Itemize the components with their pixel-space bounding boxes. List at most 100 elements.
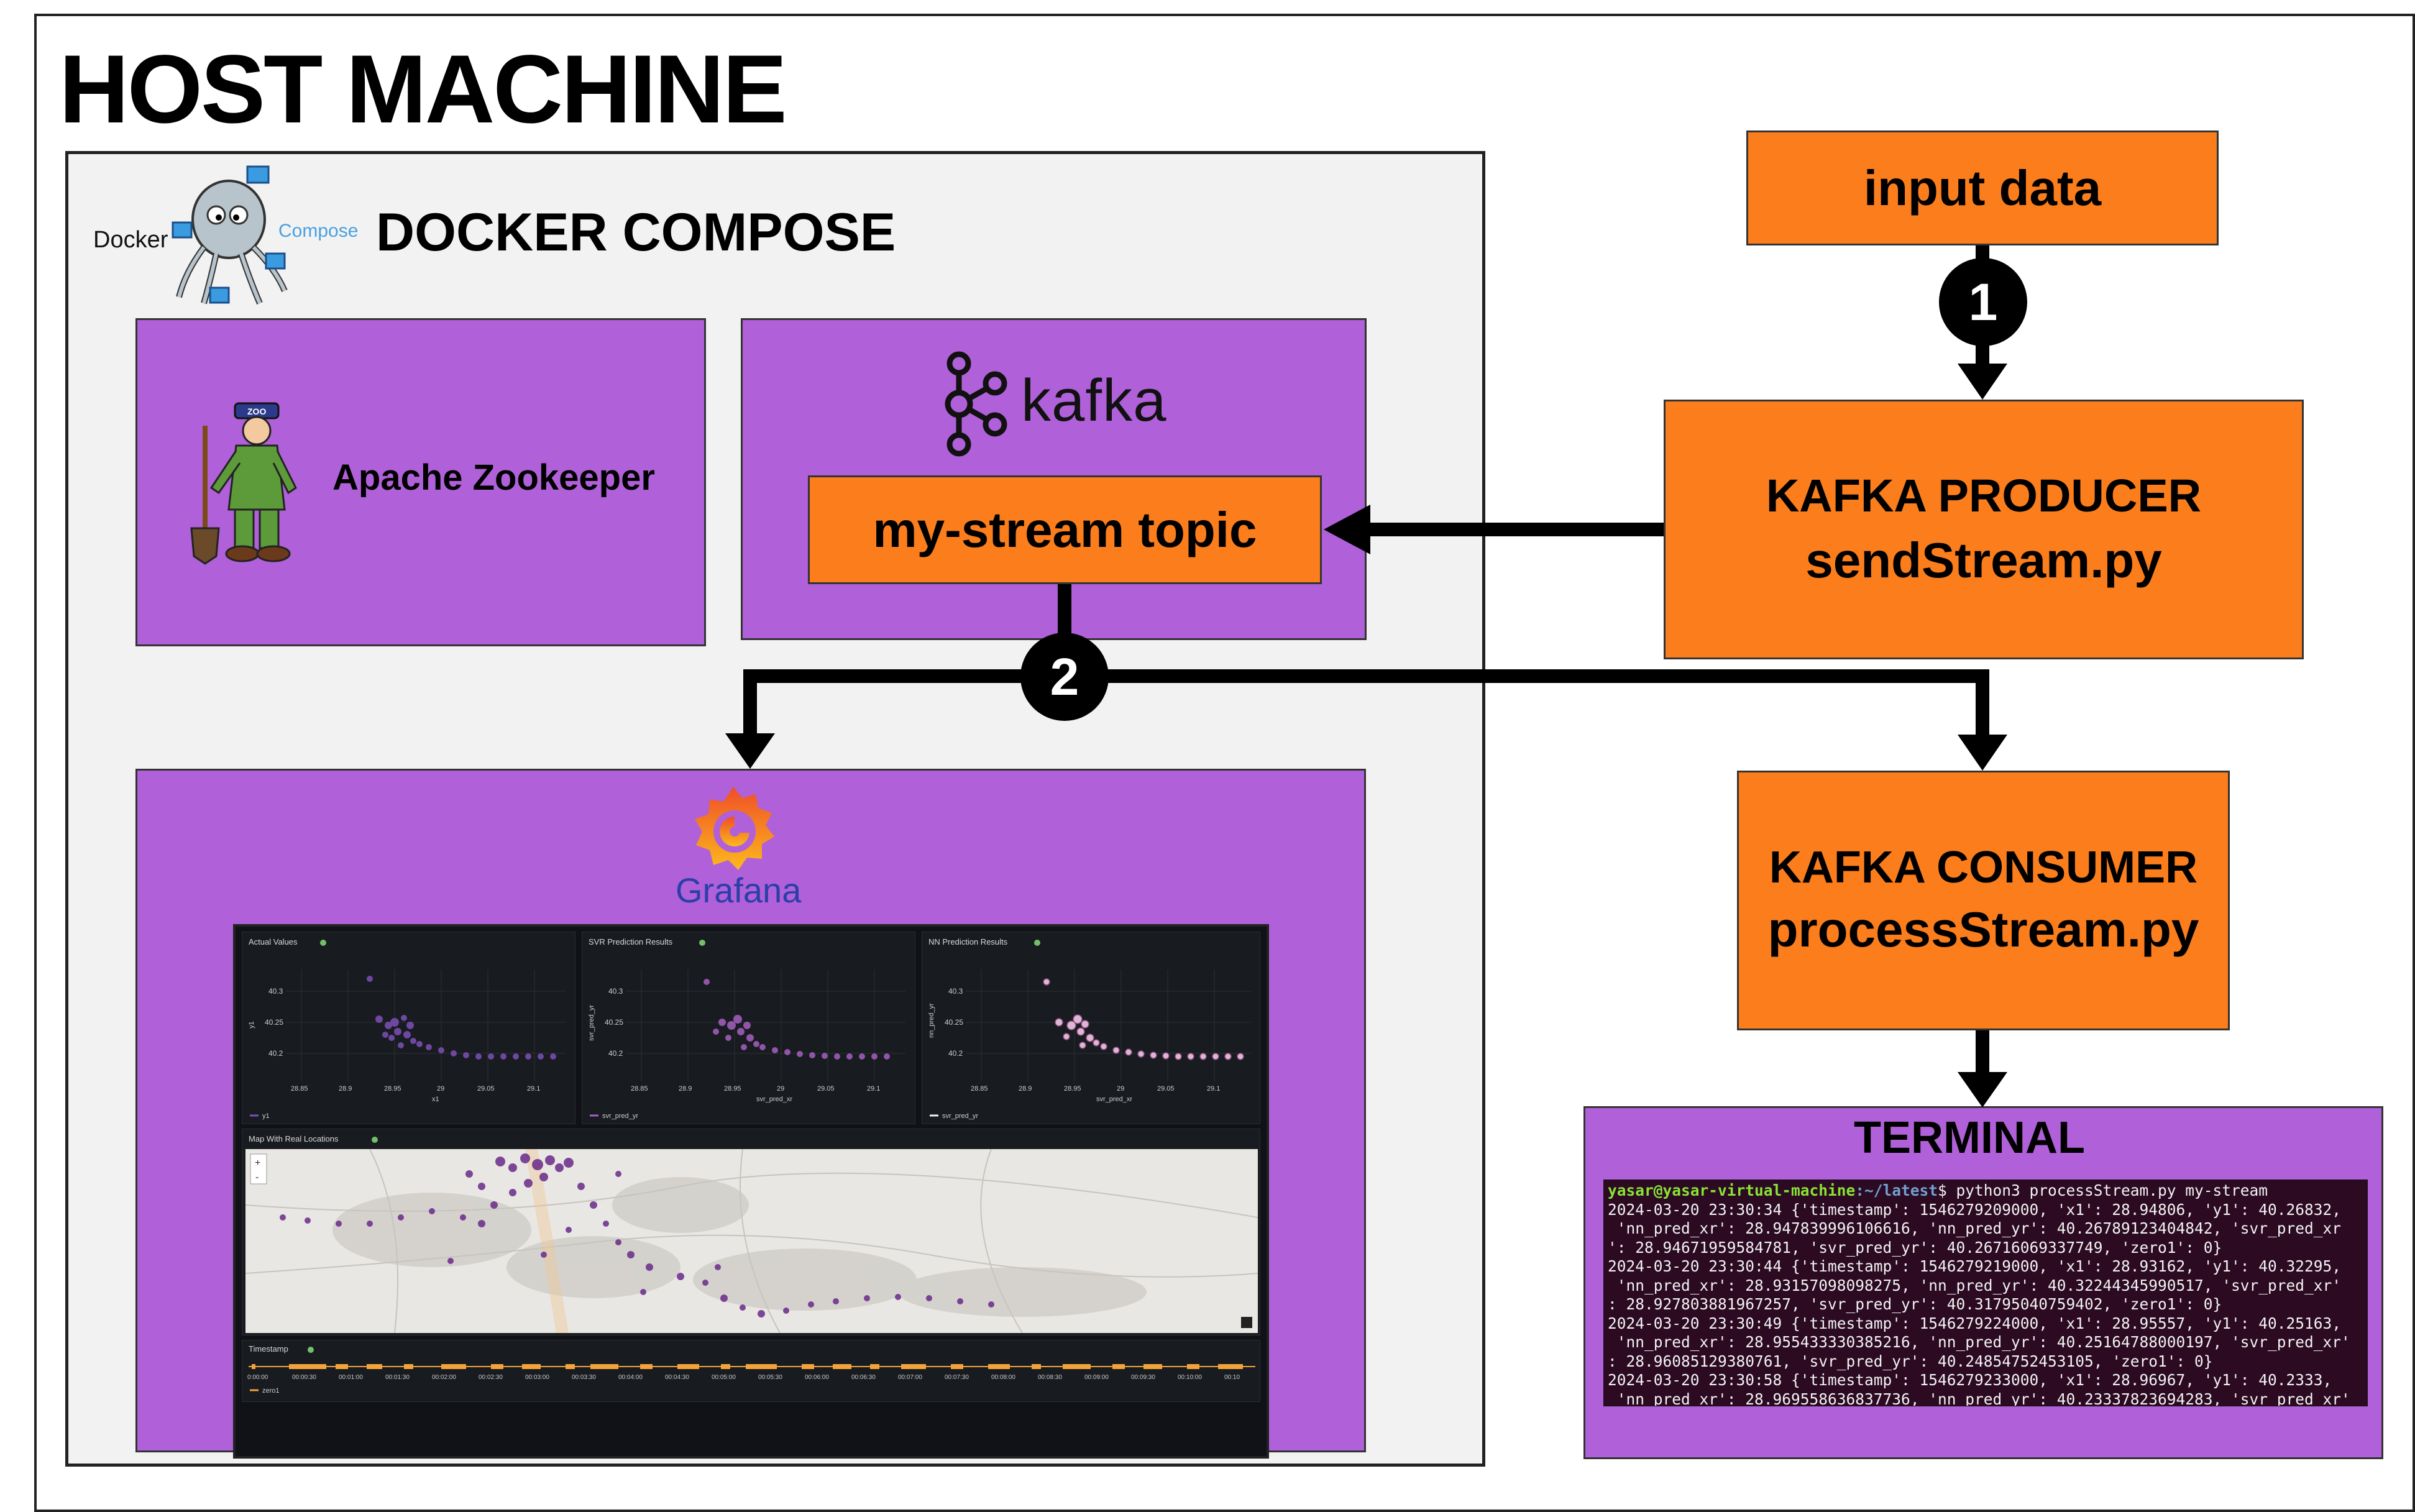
x-tick-label: 29.1 bbox=[527, 1085, 540, 1093]
time-tick-label: 00:01:30 bbox=[385, 1374, 410, 1381]
x-tick-label: 29 bbox=[1117, 1085, 1124, 1093]
y-tick-label: 40.25 bbox=[945, 1018, 963, 1027]
zookeeper-box bbox=[135, 318, 706, 646]
time-tick-label: 00:00:30 bbox=[292, 1374, 316, 1381]
terminal-line: 'nn_pred_xr': 28.955433330385216, 'nn_pr… bbox=[1608, 1333, 2350, 1351]
time-tick-label: 00:03:00 bbox=[525, 1374, 549, 1381]
legend-label: svr_pred_yr bbox=[942, 1112, 978, 1120]
x-axis-label: x1 bbox=[432, 1096, 439, 1103]
panel-title: SVR Prediction Results bbox=[589, 937, 673, 946]
time-tick-label: 00:08:00 bbox=[991, 1374, 1015, 1381]
terminal-line: ': 28.94671959584781, 'svr_pred_yr': 40.… bbox=[1608, 1238, 2222, 1257]
kafka-consumer-title: KAFKA CONSUMER bbox=[1769, 843, 2198, 893]
panel-title: Map With Real Locations bbox=[249, 1134, 339, 1143]
step-2-label: 2 bbox=[1050, 647, 1079, 706]
x-tick-label: 29.05 bbox=[1157, 1085, 1175, 1093]
panel-title: Actual Values bbox=[249, 937, 298, 946]
host-machine-frame bbox=[34, 14, 2415, 1512]
real-locations-map[interactable]: + - bbox=[245, 1149, 1258, 1333]
terminal-line: 'nn_pred_xr': 28.93157098098275, 'nn_pre… bbox=[1608, 1276, 2342, 1294]
docker-compose-octopus-icon bbox=[172, 165, 288, 305]
x-tick-label: 29.1 bbox=[867, 1085, 880, 1093]
prompt-command: $ python3 processStream.py my-stream bbox=[1938, 1181, 2268, 1199]
nn-prediction-panel: NN Prediction Results 40.3 40.25 40.2 28… bbox=[922, 932, 1260, 1124]
terminal-line: 'nn_pred_xr': 28.969558636837736, 'nn_pr… bbox=[1608, 1390, 2350, 1406]
status-dot-icon bbox=[1034, 940, 1040, 946]
time-tick-label: 00:02:30 bbox=[479, 1374, 503, 1381]
terminal-line: 2024-03-20 23:30:58 {'timestamp': 154627… bbox=[1608, 1371, 2332, 1389]
time-tick-label: 00:05:30 bbox=[758, 1374, 782, 1381]
y-tick-label: 40.3 bbox=[948, 987, 963, 996]
time-tick-label: 00:10 bbox=[1224, 1374, 1240, 1381]
y-tick-label: 40.2 bbox=[948, 1049, 963, 1058]
terminal-line: 'nn_pred_xr': 28.947839996106616, 'nn_pr… bbox=[1608, 1219, 2342, 1237]
map-zoom-in-icon[interactable]: + bbox=[255, 1158, 260, 1168]
x-tick-label: 29.1 bbox=[1207, 1085, 1220, 1093]
actual-values-scatter: 40.3 40.25 40.2 28.85 28.9 28.95 29 29.0… bbox=[248, 969, 566, 1120]
docker-logo-text: Docker bbox=[93, 227, 168, 253]
y-axis-label: svr_pred_yr bbox=[588, 1005, 595, 1041]
x-tick-label: 28.85 bbox=[971, 1085, 988, 1093]
zookeeper-label: Apache Zookeeper bbox=[332, 457, 655, 498]
svr-prediction-scatter: 40.3 40.25 40.2 28.85 28.9 28.95 29 29.0… bbox=[588, 969, 905, 1120]
time-tick-label: 00:02:00 bbox=[432, 1374, 456, 1381]
y-tick-label: 40.2 bbox=[608, 1049, 623, 1058]
kafka-logo-icon bbox=[945, 351, 1007, 457]
kafka-consumer-box: KAFKA CONSUMER processStream.py bbox=[1737, 771, 2230, 1030]
legend-label: svr_pred_yr bbox=[602, 1112, 638, 1120]
x-tick-label: 28.9 bbox=[1019, 1085, 1032, 1093]
timestamp-timeline: 0:00:00 00:00:30 00:01:00 00:01:30 00:02… bbox=[247, 1364, 1255, 1395]
y-tick-label: 40.3 bbox=[608, 987, 623, 996]
time-tick-label: 00:06:30 bbox=[851, 1374, 876, 1381]
time-tick-label: 00:07:00 bbox=[898, 1374, 922, 1381]
time-tick-label: 0:00:00 bbox=[247, 1374, 268, 1381]
x-tick-label: 28.95 bbox=[1064, 1085, 1081, 1093]
x-tick-label: 28.9 bbox=[339, 1085, 352, 1093]
time-tick-label: 00:06:00 bbox=[805, 1374, 829, 1381]
step-1-badge: 1 bbox=[1939, 258, 2027, 346]
x-tick-label: 29.05 bbox=[817, 1085, 835, 1093]
prompt-user: yasar@yasar-virtual-machine bbox=[1608, 1181, 1856, 1199]
y-axis-label: y1 bbox=[248, 1021, 255, 1029]
my-stream-topic-label: my-stream topic bbox=[873, 502, 1257, 557]
time-tick-label: 00:04:30 bbox=[665, 1374, 689, 1381]
map-zoom-out-icon[interactable]: - bbox=[255, 1172, 259, 1183]
kafka-producer-box: KAFKA PRODUCER sendStream.py bbox=[1664, 400, 2304, 659]
time-tick-label: 00:09:00 bbox=[1084, 1374, 1109, 1381]
terminal-output: yasar@yasar-virtual-machine:~/latest$ py… bbox=[1603, 1180, 2368, 1406]
prompt-path: :~/latest bbox=[1855, 1181, 1938, 1199]
my-stream-topic-box: my-stream topic bbox=[808, 475, 1322, 584]
process-stream-script: processStream.py bbox=[1767, 901, 2199, 957]
y-tick-label: 40.25 bbox=[605, 1018, 623, 1027]
x-axis-label: svr_pred_xr bbox=[756, 1096, 792, 1103]
terminal-line: : 28.927803881967257, 'svr_pred_yr': 40.… bbox=[1608, 1295, 2222, 1313]
panel-title: Timestamp bbox=[249, 1344, 288, 1354]
grafana-logo-text: Grafana bbox=[676, 871, 802, 910]
terminal-line: : 28.96085129380761, 'svr_pred_yr': 40.2… bbox=[1608, 1352, 2213, 1370]
time-tick-label: 00:09:30 bbox=[1131, 1374, 1155, 1381]
step-1-label: 1 bbox=[1968, 272, 1998, 331]
nn-prediction-scatter: 40.3 40.25 40.2 28.85 28.9 28.95 29 29.0… bbox=[928, 969, 1252, 1120]
svr-prediction-panel: SVR Prediction Results 40.3 40.25 40.2 2… bbox=[582, 932, 915, 1124]
status-dot-icon bbox=[308, 1347, 314, 1353]
time-tick-label: 00:08:30 bbox=[1038, 1374, 1062, 1381]
legend-label: y1 bbox=[262, 1112, 270, 1120]
x-tick-label: 28.9 bbox=[679, 1085, 692, 1093]
status-dot-icon bbox=[699, 940, 705, 946]
host-machine-title: HOST MACHINE bbox=[59, 35, 787, 144]
map-panel: Map With Real Locations + - bbox=[242, 1129, 1260, 1336]
grafana-logo-icon bbox=[695, 787, 774, 870]
timestamp-panel: Timestamp 0:00:00 00:00:30 00:01:00 00:0… bbox=[242, 1340, 1260, 1402]
legend-label: zero1 bbox=[262, 1387, 280, 1395]
grafana-dashboard: Actual Values 40.3 40.25 40.2 28.85 28.9… bbox=[233, 924, 1269, 1459]
y-tick-label: 40.25 bbox=[265, 1018, 283, 1027]
time-tick-label: 00:03:30 bbox=[572, 1374, 596, 1381]
send-stream-script: sendStream.py bbox=[1805, 532, 2162, 588]
x-tick-label: 29.05 bbox=[477, 1085, 495, 1093]
input-data-label: input data bbox=[1863, 160, 2102, 216]
compose-logo-text: Compose bbox=[278, 221, 359, 241]
zookeeper-mascot-icon: ZOO bbox=[190, 402, 297, 565]
y-tick-label: 40.2 bbox=[268, 1049, 283, 1058]
input-data-box: input data bbox=[1746, 131, 2219, 245]
step-2-badge: 2 bbox=[1020, 633, 1109, 721]
